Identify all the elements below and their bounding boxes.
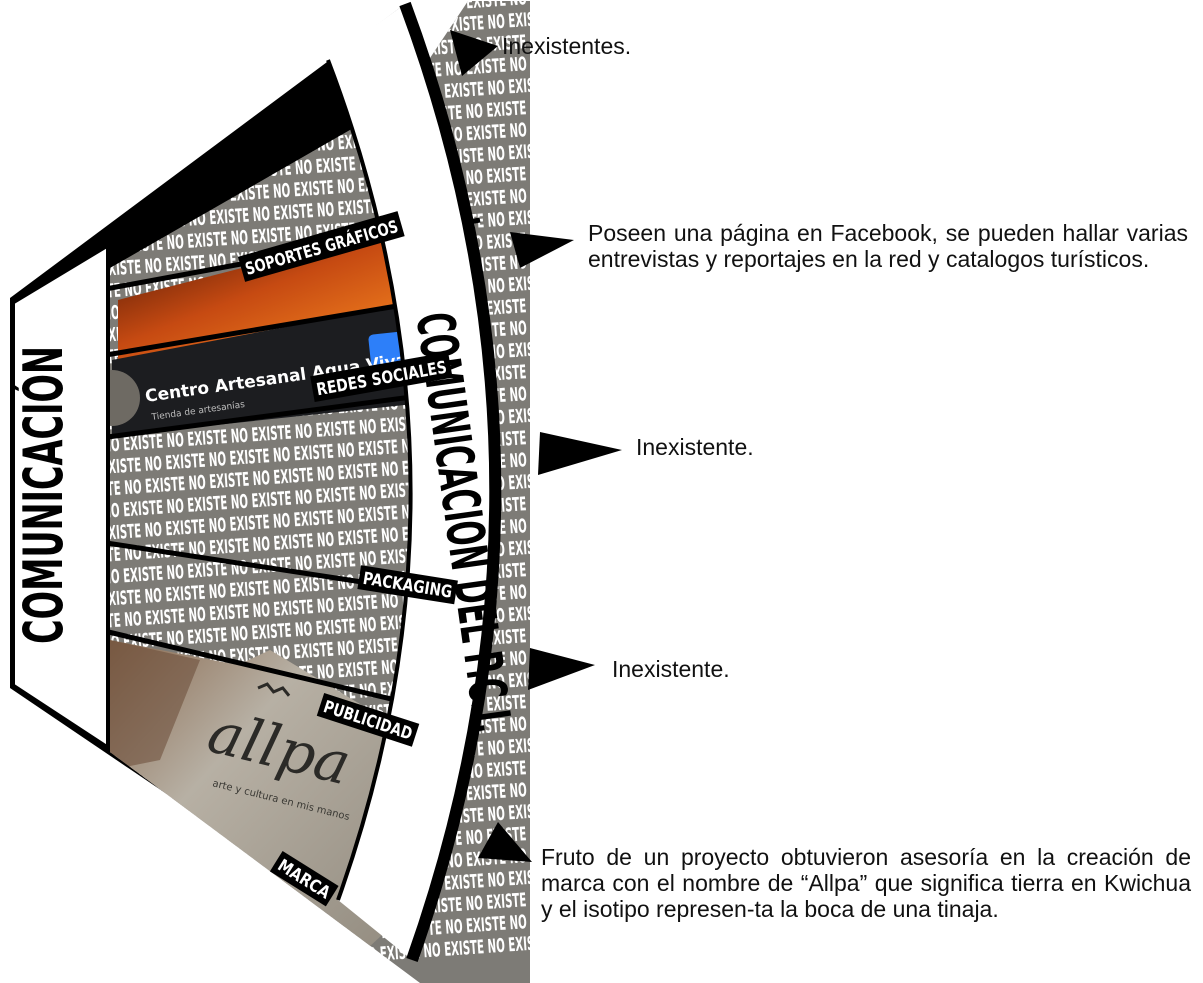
label-publicidad-background — [316, 692, 420, 747]
allpa-isotipo — [257, 682, 291, 697]
label-soportes-graficos-background — [237, 211, 405, 282]
pointer-triangles — [450, 30, 622, 862]
label-redes-sociales-background — [310, 352, 453, 402]
inner-ring-border — [399, 1, 502, 963]
description-packaging: Inexistente. — [636, 434, 754, 460]
pointer-3 — [538, 432, 622, 475]
pointer-2 — [510, 232, 574, 268]
pointer-5 — [478, 822, 532, 862]
profile-avatar — [110, 370, 140, 426]
pointer-4 — [528, 648, 595, 690]
outer-title-panel — [13, 245, 108, 748]
description-soportes-graficos: Inexistentes. — [502, 33, 632, 59]
description-marca: Fruto de un proyecto obtuvieron asesoría… — [541, 844, 1191, 922]
label-packaging-background — [357, 565, 458, 605]
description-publicidad: Inexistente. — [612, 656, 730, 682]
description-redes-sociales: Poseen una página en Facebook, se pueden… — [588, 220, 1188, 272]
fire-photo — [118, 222, 470, 360]
pointer-1 — [450, 30, 498, 76]
outer-title: COMUNICACIÓN — [12, 346, 76, 644]
inner-ring-edge — [326, 59, 413, 901]
label-marca-background — [269, 851, 339, 907]
